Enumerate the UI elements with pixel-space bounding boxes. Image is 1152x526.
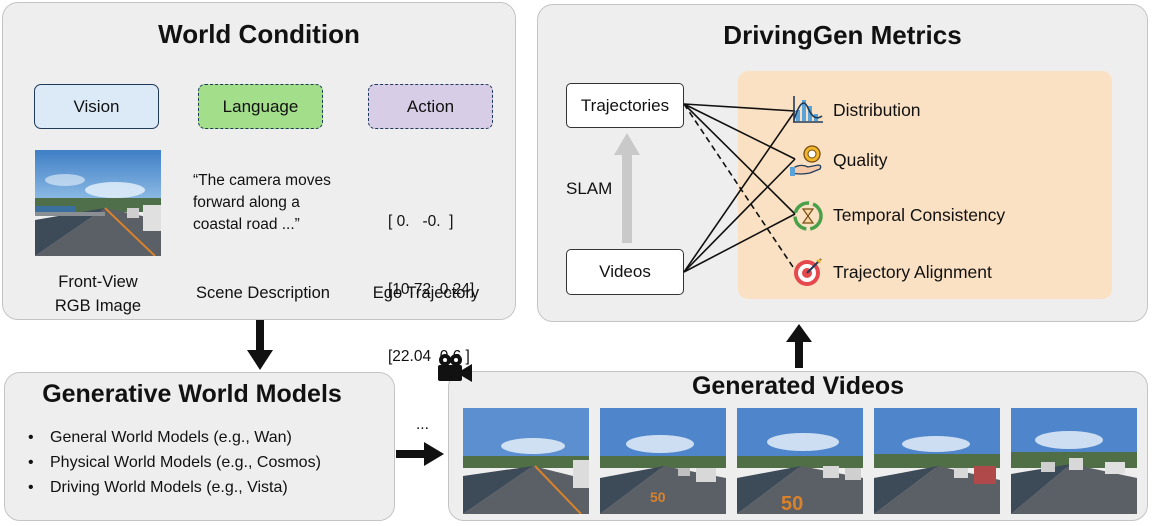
right-arrow-to-videos [396, 442, 444, 466]
metric-distribution: Distribution [833, 100, 921, 120]
action-tag: Action [368, 84, 493, 129]
svg-text:50: 50 [650, 489, 666, 505]
metric-temporal-consistency: Temporal Consistency [833, 205, 1006, 225]
list-item: General World Models (e.g., Wan) [22, 425, 321, 450]
video-frame-5 [1011, 408, 1137, 514]
trajectory-row: [ 0. -0. ] [388, 213, 454, 230]
video-frame-2: 50 [600, 408, 726, 514]
caption-line: RGB Image [54, 297, 142, 315]
trajectory-row: ... [416, 415, 429, 433]
trajectory-row: [10.72 0.24] [388, 280, 475, 298]
generative-models-list: General World Models (e.g., Wan) Physica… [22, 425, 321, 500]
caption-ego-trajectory: Ego Trajectory [372, 284, 480, 302]
list-item: Physical World Models (e.g., Cosmos) [22, 450, 321, 475]
hourglass-cycle-icon [793, 201, 823, 231]
scene-text-line: coastal road ...” [193, 216, 300, 233]
trajectory-values: [ 0. -0. ] [10.72 0.24] [22.04 0.6 ] ... [388, 166, 498, 459]
generative-models-title: Generative World Models [42, 380, 342, 408]
world-condition-title: World Condition [158, 19, 360, 49]
svg-text:50: 50 [781, 493, 803, 514]
front-view-image [35, 150, 161, 256]
slam-label: SLAM [566, 179, 613, 198]
caption-scene-description: Scene Description [196, 284, 330, 302]
vision-tag: Vision [34, 84, 159, 129]
video-frame-3: 50 [737, 408, 863, 514]
down-arrow-to-models [247, 320, 273, 370]
videos-box: Videos [566, 249, 684, 295]
metric-trajectory-alignment: Trajectory Alignment [833, 262, 992, 282]
metrics-highlight-area [738, 71, 1112, 299]
caption-front-view: Front-View RGB Image [30, 270, 166, 318]
scene-text-line: forward along a [193, 194, 300, 211]
quality-medal-icon [790, 145, 822, 176]
scene-description-text: “The camera moves forward along a coasta… [193, 170, 353, 236]
trajectories-box: Trajectories [566, 83, 684, 128]
up-arrow-to-metrics [786, 324, 812, 368]
target-icon [794, 258, 822, 286]
video-frame-4 [874, 408, 1000, 514]
list-item: Driving World Models (e.g., Vista) [22, 475, 321, 500]
video-camera-icon [438, 354, 472, 382]
metric-quality: Quality [833, 150, 888, 170]
slam-arrow [614, 133, 640, 243]
video-frame-1 [463, 408, 589, 514]
language-tag: Language [198, 84, 323, 129]
distribution-chart-icon [793, 96, 823, 123]
scene-text-line: “The camera moves [193, 172, 331, 189]
metrics-title: DrivingGen Metrics [723, 20, 962, 50]
caption-line: Front-View [58, 273, 138, 291]
generated-videos-title: Generated Videos [691, 372, 905, 400]
